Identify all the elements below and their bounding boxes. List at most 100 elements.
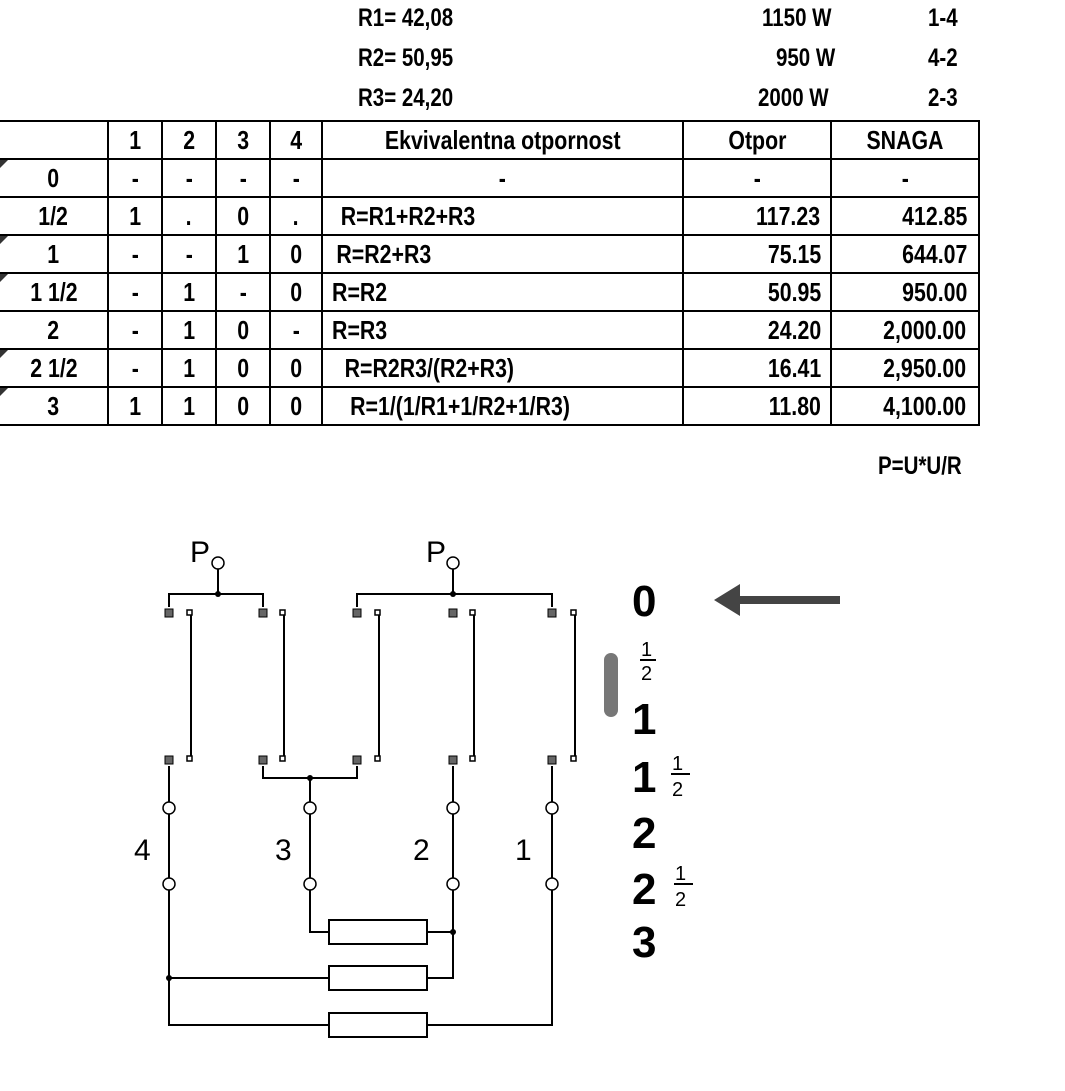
svg-text:1: 1 — [641, 639, 652, 661]
table-cell[interactable]: . — [269, 196, 323, 236]
table-cell[interactable]: 1 — [0, 234, 109, 274]
resistor-r1 — [328, 1012, 428, 1038]
table-cell[interactable]: 4,100.00 — [830, 386, 980, 426]
table-cell[interactable]: - — [107, 310, 163, 350]
table-cell[interactable]: 0 — [269, 348, 323, 388]
table-cell[interactable]: 1 — [107, 386, 163, 426]
column-header[interactable] — [0, 120, 109, 160]
table-cell[interactable]: 2 — [0, 310, 109, 350]
position-2: 2 — [632, 809, 656, 858]
table-cell[interactable]: - — [107, 234, 163, 274]
r2-pins: 4-2 — [928, 44, 958, 72]
r2-power: 950 W — [776, 44, 836, 72]
table-cell[interactable]: R=1/(1/R1+1/R2+1/R3) — [321, 386, 684, 426]
position-3: 3 — [632, 918, 656, 967]
table-cell[interactable]: 412.85 — [830, 196, 980, 236]
table-cell[interactable]: 0 — [215, 196, 271, 236]
table-cell[interactable]: 0 — [0, 158, 109, 198]
column-header[interactable]: 3 — [215, 120, 271, 160]
table-cell[interactable]: 1/2 — [0, 196, 109, 236]
resistor-r2 — [328, 965, 428, 991]
table-cell[interactable]: R=R2 — [321, 272, 684, 312]
table-cell[interactable]: R=R1+R2+R3 — [321, 196, 684, 236]
table-row: 0------- — [0, 158, 980, 198]
column-header[interactable]: SNAGA — [830, 120, 980, 160]
table-cell[interactable]: 0 — [269, 272, 323, 312]
table-cell[interactable]: R=R2+R3 — [321, 234, 684, 274]
r3-pins: 2-3 — [928, 84, 958, 112]
table-cell[interactable]: - — [269, 310, 323, 350]
svg-text:2: 2 — [672, 779, 683, 801]
table-cell[interactable]: - — [321, 158, 684, 198]
table-cell[interactable]: - — [161, 158, 217, 198]
table-cell[interactable]: 1 1/2 — [0, 272, 109, 312]
r2-label: R2= 50,95 — [358, 44, 454, 72]
column-header[interactable]: 2 — [161, 120, 217, 160]
comment-indicator-icon — [0, 350, 8, 358]
terminal-label-p2: P — [426, 536, 446, 569]
table-cell[interactable]: 2 1/2 — [0, 348, 109, 388]
table-cell[interactable]: 75.15 — [682, 234, 832, 274]
position-2-half: 2 — [632, 865, 656, 914]
r3-power: 2000 W — [758, 84, 829, 112]
table-cell[interactable]: 2,950.00 — [830, 348, 980, 388]
switch-knob[interactable] — [604, 653, 618, 717]
table-cell[interactable]: R=R3 — [321, 310, 684, 350]
table-cell[interactable]: 24.20 — [682, 310, 832, 350]
table-cell[interactable]: - — [215, 272, 271, 312]
r1-label: R1= 42,08 — [358, 4, 454, 32]
comment-indicator-icon — [0, 388, 8, 396]
svg-text:1: 1 — [675, 863, 686, 885]
table-cell[interactable]: R=R2R3/(R2+R3) — [321, 348, 684, 388]
power-formula: P=U*U/R — [878, 452, 962, 480]
table-cell[interactable]: - — [107, 272, 163, 312]
table-cell[interactable]: 50.95 — [682, 272, 832, 312]
table-cell[interactable]: - — [107, 158, 163, 198]
table-cell[interactable]: 0 — [215, 310, 271, 350]
r1-pins: 1-4 — [928, 4, 958, 32]
table-cell[interactable]: 1 — [215, 234, 271, 274]
table-cell[interactable]: 0 — [215, 386, 271, 426]
table-cell[interactable]: - — [215, 158, 271, 198]
table-cell[interactable]: 1 — [161, 348, 217, 388]
table-cell[interactable]: 11.80 — [682, 386, 832, 426]
comment-indicator-icon — [0, 236, 8, 244]
pointer-arrow-icon — [714, 584, 840, 616]
position-0: 0 — [632, 577, 656, 626]
table-cell[interactable]: 950.00 — [830, 272, 980, 312]
table-cell[interactable]: - — [107, 348, 163, 388]
table-cell[interactable]: 0 — [215, 348, 271, 388]
table-cell[interactable]: - — [830, 158, 980, 198]
table-cell[interactable]: 117.23 — [682, 196, 832, 236]
table-cell[interactable]: - — [269, 158, 323, 198]
column-header[interactable]: Otpor — [682, 120, 832, 160]
table-cell[interactable]: 3 — [0, 386, 109, 426]
table-cell[interactable]: - — [682, 158, 832, 198]
table-cell[interactable]: 1 — [161, 386, 217, 426]
column-header[interactable]: 4 — [269, 120, 323, 160]
table-cell[interactable]: 16.41 — [682, 348, 832, 388]
wire-label-3: 3 — [275, 834, 292, 867]
svg-text:2: 2 — [641, 663, 652, 685]
table-cell[interactable]: - — [161, 234, 217, 274]
table-cell[interactable]: . — [161, 196, 217, 236]
column-header[interactable]: Ekvivalentna otpornost — [321, 120, 684, 160]
table-cell[interactable]: 0 — [269, 386, 323, 426]
table-cell[interactable]: 1 — [107, 196, 163, 236]
table-cell[interactable]: 644.07 — [830, 234, 980, 274]
table-cell[interactable]: 2,000.00 — [830, 310, 980, 350]
wire-label-4: 4 — [134, 834, 151, 867]
column-header[interactable]: 1 — [107, 120, 163, 160]
table-cell[interactable]: 1 — [161, 272, 217, 312]
table-cell[interactable]: 1 — [161, 310, 217, 350]
table-cell[interactable]: 0 — [269, 234, 323, 274]
comment-indicator-icon — [0, 160, 8, 168]
wire-label-2: 2 — [413, 834, 430, 867]
resistor-r3 — [328, 919, 428, 945]
